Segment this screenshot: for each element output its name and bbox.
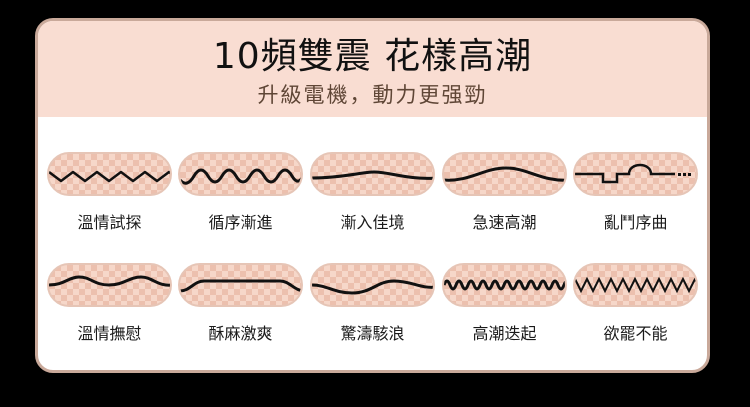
mode-item-4: 急速高潮 [442,152,567,232]
wave-slow-swell-icon [444,166,565,182]
wave-pattern-3 [310,152,435,196]
mode-label: 酥麻激爽 [208,324,273,343]
wave-pattern-4 [442,152,567,196]
mode-item-10: 欲罷不能 [573,263,698,343]
wave-pattern-2 [178,152,303,196]
wave-pattern-6 [47,263,172,307]
mode-label: 溫情試探 [77,213,142,232]
wave-plateau-icon [180,279,301,293]
wave-pattern-9 [442,263,567,307]
wave-zigzag-soft-icon [49,170,170,183]
feature-card: 10頻雙震 花樣高潮 升級電機，動力更强勁 溫情試探 循序漸進 [35,18,710,373]
mode-label: 亂鬥序曲 [603,213,668,232]
wave-dense-sine-icon [444,279,565,291]
header-banner: 10頻雙震 花樣高潮 升級電機，動力更强勁 [38,21,707,117]
mode-item-8: 驚濤駭浪 [310,263,435,343]
wave-pattern-10 [573,263,698,307]
mode-label: 欲罷不能 [603,324,668,343]
mode-label: 漸入佳境 [340,213,405,232]
page-title: 10頻雙震 花樣高潮 [212,36,533,77]
wave-gentle-rise-icon [312,170,433,180]
mode-item-2: 循序漸進 [178,152,303,232]
page-subtitle: 升級電機，動力更强勁 [257,83,488,107]
wave-pattern-1 [47,152,172,196]
wave-sharp-zigzag-icon [575,276,696,294]
mode-item-5: 亂鬥序曲 [573,152,698,232]
mode-item-9: 高潮迭起 [442,263,567,343]
mode-label: 高潮迭起 [472,324,537,343]
mode-item-1: 溫情試探 [47,152,172,232]
wave-pattern-5 [573,152,698,196]
wave-low-bumps-icon [49,275,170,287]
wave-shallow-icon [312,279,433,295]
wave-pattern-7 [178,263,303,307]
mode-label: 溫情撫慰 [77,324,142,343]
mode-grid: 溫情試探 循序漸進 漸入佳境 急速高潮 [38,21,707,370]
wave-sine-large-icon [180,168,301,185]
wave-pattern-8 [310,263,435,307]
mode-item-6: 溫情撫慰 [47,263,172,343]
mode-label: 驚濤駭浪 [340,324,405,343]
wave-step-bump-icon [575,163,691,184]
mode-label: 急速高潮 [472,213,537,232]
mode-label: 循序漸進 [208,213,273,232]
mode-item-3: 漸入佳境 [310,152,435,232]
mode-item-7: 酥麻激爽 [178,263,303,343]
